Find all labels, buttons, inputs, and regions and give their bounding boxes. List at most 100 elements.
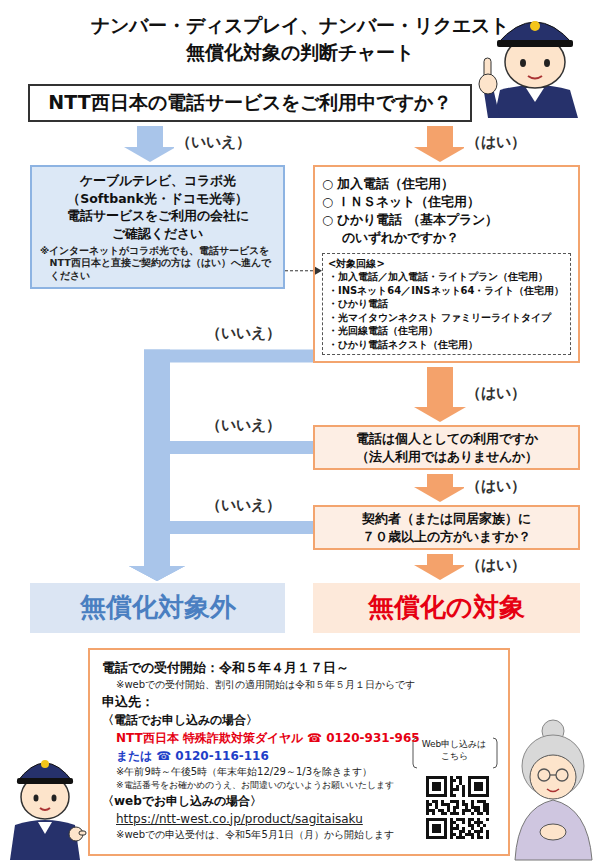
- node-text: ・光マイタウンネクスト ファミリーライトタイプ: [328, 311, 565, 325]
- node-text: ・ひかり電話: [328, 297, 565, 311]
- qr-ground: [424, 774, 491, 841]
- qr-row: [450, 779, 465, 782]
- node-text: または ☎ 0120-116-116: [102, 747, 498, 765]
- arrow-shaft: [427, 367, 453, 407]
- edge-label: （はい）: [464, 133, 528, 151]
- elderly-woman: [515, 720, 592, 860]
- qr-finder: [426, 818, 447, 839]
- woman-mouth: [547, 789, 559, 792]
- arrow-shaft: [144, 441, 170, 566]
- arrow-head: [414, 407, 466, 422]
- node-text: ご確認ください: [40, 225, 275, 243]
- arrow-head: [315, 267, 322, 275]
- arrow-shaft: [427, 474, 453, 487]
- decision-box: 電話は個人としての利用ですか（法人利用ではありませんか）: [313, 425, 580, 470]
- officer-arm: [484, 92, 500, 118]
- node-text: 電話は個人としての利用ですか: [321, 430, 572, 448]
- arrow-head: [414, 147, 466, 162]
- officer-eye: [544, 59, 550, 67]
- qr-row: [450, 782, 465, 785]
- qr-finder: [474, 782, 483, 791]
- arrow-head: [414, 487, 466, 502]
- edge-label: （はい）: [464, 477, 528, 495]
- qr-finder: [426, 776, 447, 797]
- arrow-shaft: [137, 126, 163, 147]
- node-text: ・ひかり電話ネクスト（住宅用）: [328, 338, 565, 352]
- qr-row: [450, 788, 465, 791]
- qr-row: [450, 827, 489, 830]
- arrow-shaft: [144, 521, 170, 566]
- node-text: ※webでの受付開始、割引の適用開始は令和５年５月１日からです: [102, 678, 498, 692]
- arrow-head: [129, 566, 185, 581]
- officer-badge: [41, 760, 49, 768]
- qr-code: [424, 774, 491, 841]
- qr-finder: [471, 779, 486, 794]
- officer-collar: [526, 88, 544, 102]
- officer-visor: [497, 40, 573, 47]
- officer-finger: [79, 831, 86, 835]
- officer-collar: [38, 822, 52, 834]
- node-text: ７０歳以上の方がいますか？: [321, 528, 572, 546]
- node-text: ○ 加入電話（住宅用）: [322, 175, 571, 193]
- officer-eye: [520, 59, 526, 67]
- node-text: ※午前9時～午後5時（年末年始12/29～1/3を除きます）: [102, 765, 498, 779]
- node-text: ○ ＩＮＳネット（住宅用）: [322, 193, 571, 211]
- connector: [285, 267, 322, 275]
- qr-finder: [429, 779, 444, 794]
- arrow-head: [414, 565, 466, 580]
- edge-label: （はい）: [464, 384, 528, 402]
- qr-row: [426, 812, 489, 815]
- node-text: ケーブルテレビ、コラボ光: [40, 172, 275, 190]
- qr-row: [450, 818, 489, 821]
- woman-body: [515, 800, 592, 860]
- node-text: 〈webでお申し込みの場合〉: [102, 792, 498, 810]
- police-officer: [10, 760, 86, 860]
- officer-mouth: [40, 808, 50, 810]
- node-text: https://ntt-west.co.jp/product/sagitaisa…: [102, 810, 498, 828]
- officer-body: [494, 85, 578, 118]
- connector: [129, 521, 313, 581]
- qr-row: [450, 830, 489, 833]
- connector: [414, 126, 466, 162]
- edge-label: （はい）: [464, 556, 528, 574]
- node-text: 申込先：: [102, 692, 498, 712]
- officer-eye: [52, 795, 57, 802]
- node-text: ・光回線電話（住宅用）: [328, 324, 565, 338]
- node-text: ※webでの申込受付は、令和5年5月1日（月）から開始します: [102, 828, 498, 842]
- node-text: ※インターネットがコラボ光でも、電話サービスをNTT西日本と直接ご契約の方は（は…: [40, 245, 275, 282]
- node-text: 電話サービスをご利用の会社に: [40, 207, 275, 225]
- qr-row: [450, 824, 489, 827]
- qr-row: [450, 836, 489, 839]
- arrow-head: [129, 566, 185, 581]
- officer-badge: [530, 21, 540, 31]
- officer-body: [10, 820, 80, 860]
- qr-row: [450, 833, 489, 836]
- node-text: 〈電話でお申し込みの場合〉: [102, 711, 498, 729]
- node-text: 無償化の対象: [368, 591, 525, 625]
- connector: [124, 126, 176, 162]
- edge-label: （いいえ）: [204, 416, 283, 434]
- qr-row: [450, 794, 465, 797]
- info-box: ケーブルテレビ、コラボ光（Softbank光・ドコモ光等）電話サービスをご利用の…: [30, 165, 285, 289]
- node-text: NTT西日本の電話サービスをご利用中ですか？: [40, 91, 460, 115]
- node-text: ○ ひかり電話 （基本プラン）: [322, 211, 571, 229]
- node-text: Web申し込みは こちら: [415, 738, 493, 762]
- arrow-shaft: [427, 126, 453, 147]
- node-text: 電話での受付開始：令和５年４月１７日～: [102, 658, 498, 678]
- qr-finder: [432, 824, 441, 833]
- glasses: [538, 769, 550, 781]
- connector: [129, 441, 313, 581]
- edge-label: （いいえ）: [204, 324, 283, 342]
- decision-box: 契約者（または同居家族）に７０歳以上の方がいますか？: [313, 505, 580, 550]
- qr-row: [450, 821, 489, 824]
- arrow-shaft: [427, 554, 453, 565]
- qr-finder: [468, 776, 489, 797]
- qr-bracket: [413, 738, 497, 768]
- decision-box: ○ 加入電話（住宅用）○ ＩＮＳネット（住宅用）○ ひかり電話 （基本プラン）の…: [313, 165, 580, 363]
- qr-row: [426, 800, 489, 803]
- qr-row: [426, 809, 489, 812]
- qr-finder: [429, 821, 444, 836]
- node-text: ・INSネット64／INSネット64・ライト（住宅用）: [328, 284, 565, 298]
- node-text: 契約者（または同居家族）に: [321, 510, 572, 528]
- glasses: [556, 769, 568, 781]
